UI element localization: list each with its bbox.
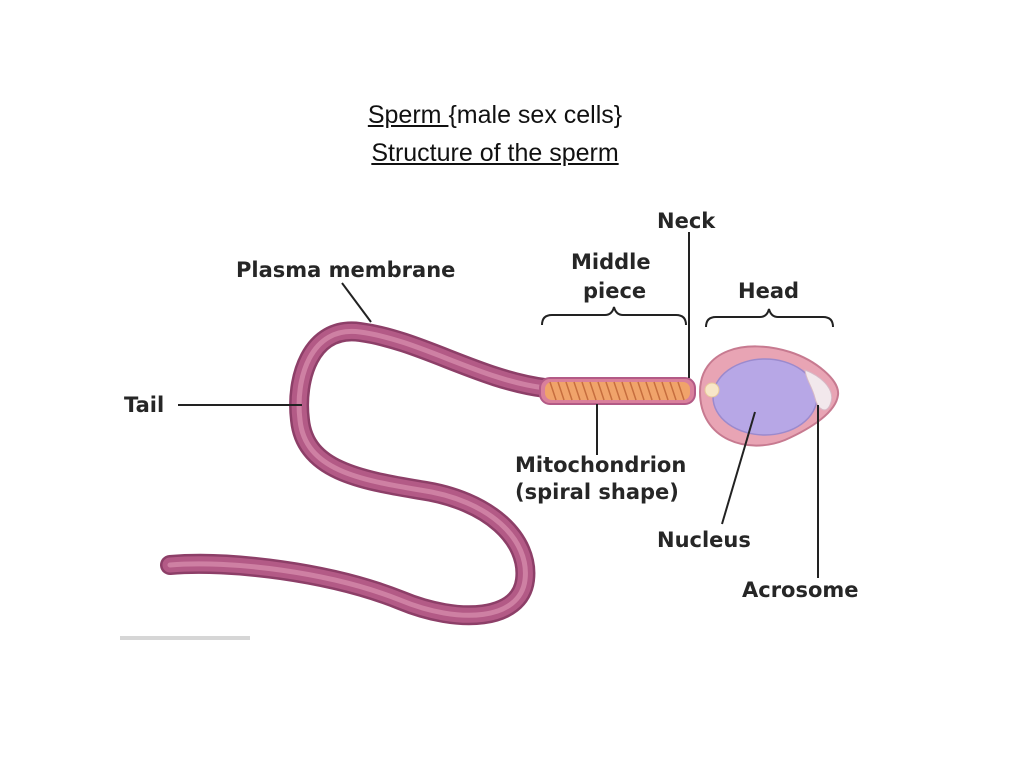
- acrosome-shape: [804, 369, 832, 411]
- copyright-smudge: [120, 636, 250, 640]
- label-middle: Middle: [571, 250, 651, 274]
- title-line-2: Structure of the sperm: [0, 134, 990, 172]
- title-subtitle: {male sex cells}: [448, 101, 623, 129]
- centriole-shape: [704, 382, 720, 398]
- label-neck: Neck: [657, 209, 716, 233]
- nucleus-shape: [712, 358, 818, 436]
- label-tail: Tail: [124, 393, 164, 417]
- label-plasma-membrane: Plasma membrane: [236, 258, 455, 282]
- mitochondria-spiral: [549, 381, 685, 401]
- label-mitochondrion: Mitochondrion: [515, 453, 686, 477]
- head-shape: [698, 345, 840, 447]
- middle-piece-shape: [539, 377, 696, 405]
- middle-piece-brace: [541, 306, 687, 326]
- label-head: Head: [738, 279, 799, 303]
- plasma-membrane-leader: [341, 282, 372, 323]
- head-brace: [705, 308, 834, 328]
- label-acrosome: Acrosome: [742, 578, 859, 602]
- label-piece: piece: [583, 279, 646, 303]
- slide-title: Sperm {male sex cells} Structure of the …: [0, 96, 990, 172]
- nucleus-leader: [721, 411, 756, 525]
- tail-shape: [160, 321, 555, 626]
- title-sperm-underlined: Sperm: [367, 101, 449, 129]
- title-line-1: Sperm {male sex cells}: [0, 96, 990, 134]
- title-structure: Structure of the sperm: [371, 139, 619, 167]
- label-spiral-shape: (spiral shape): [515, 480, 679, 504]
- label-nucleus: Nucleus: [657, 528, 751, 552]
